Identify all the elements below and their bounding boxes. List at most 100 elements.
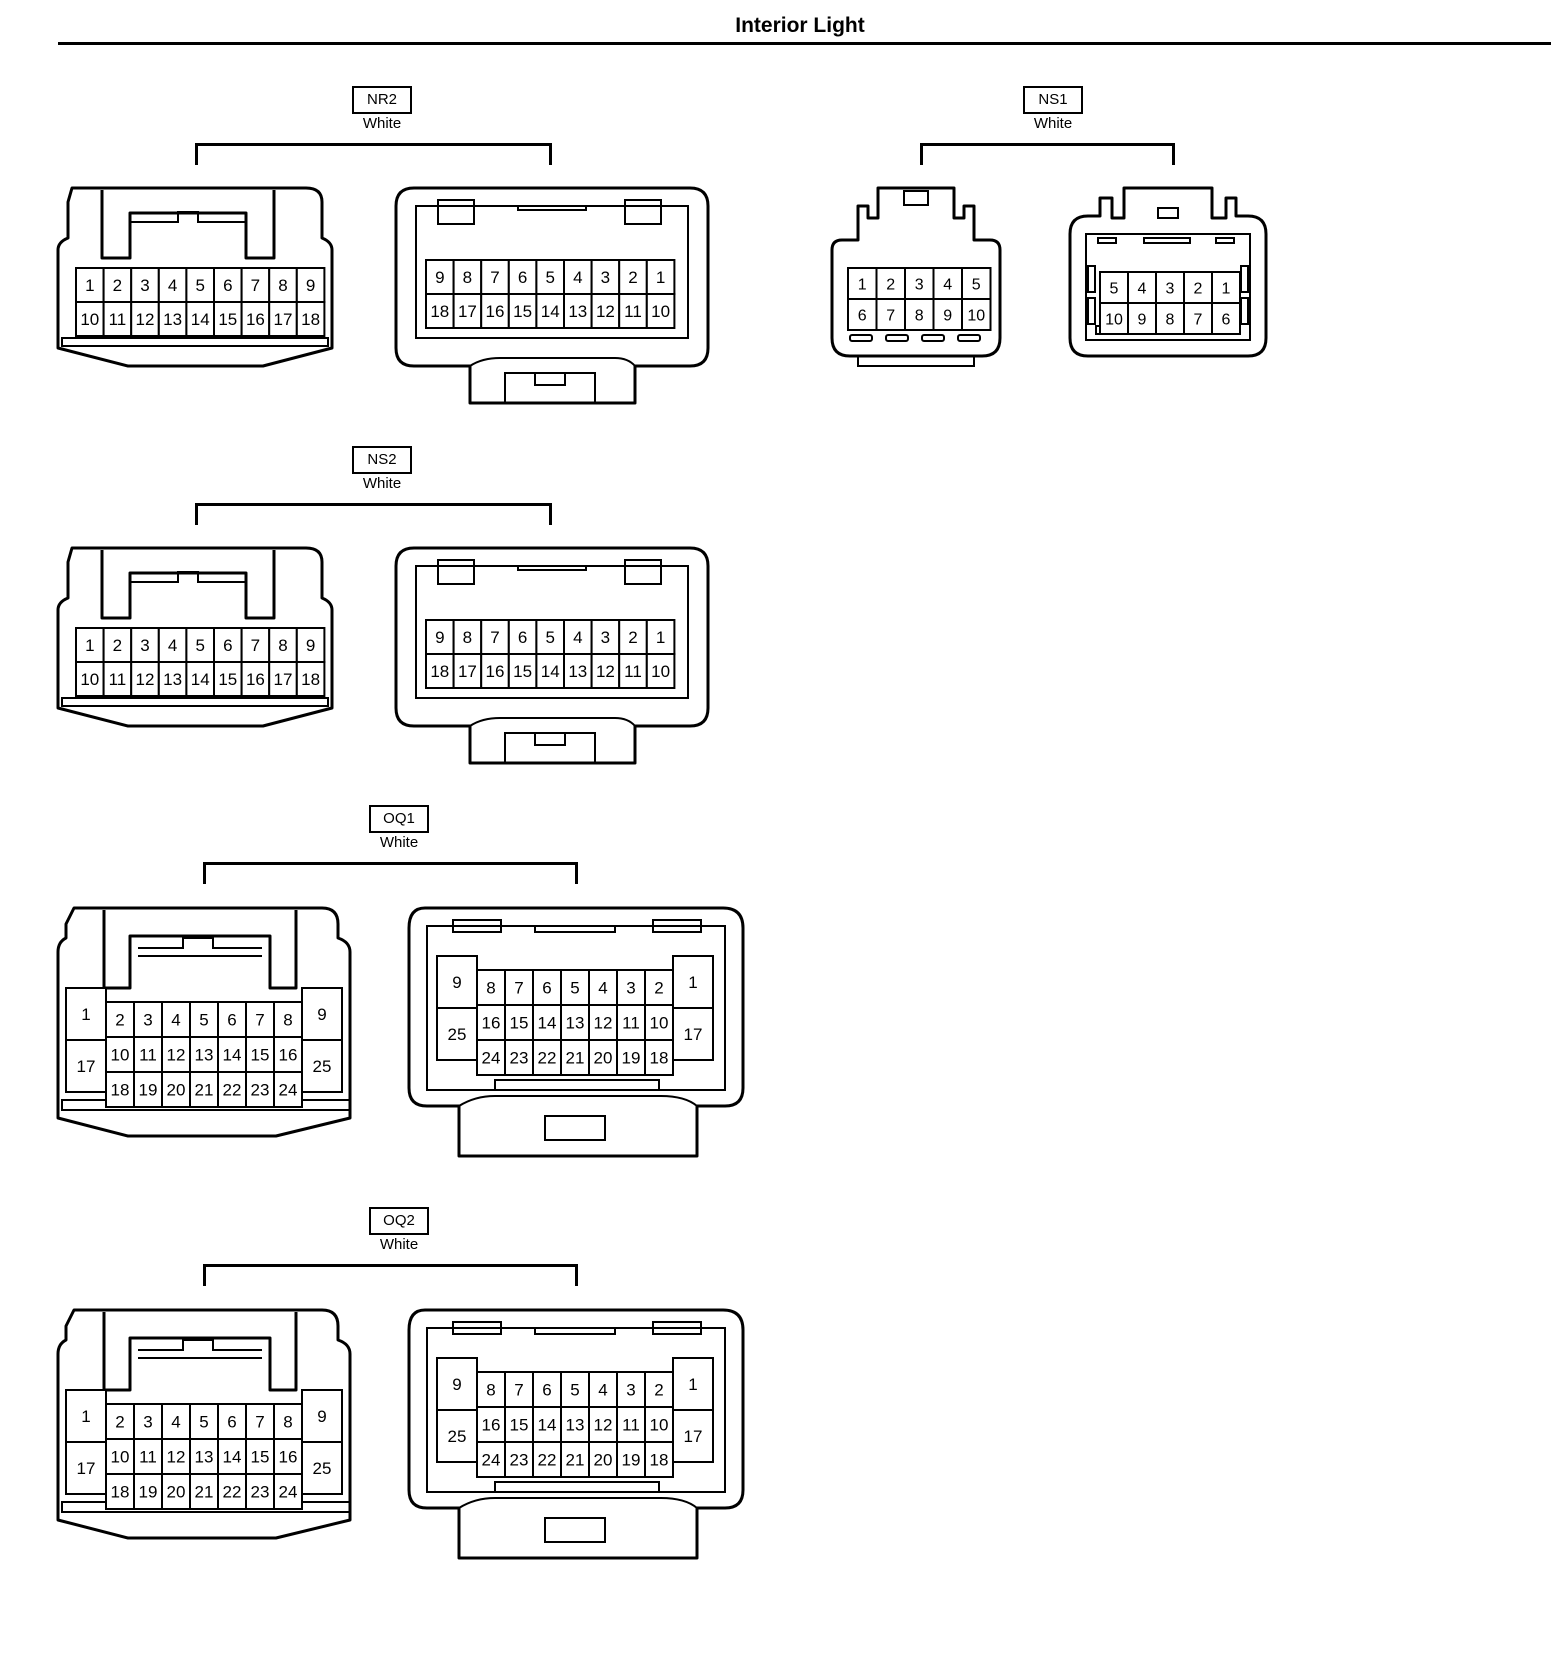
- pin-number: 6: [518, 628, 527, 647]
- pin-number: 9: [306, 276, 315, 295]
- pin-cell: [105, 1036, 135, 1073]
- pin-number: 12: [594, 1416, 613, 1435]
- pin-cell: [645, 293, 676, 329]
- pin-cell: [245, 1001, 275, 1038]
- pin-cell: [672, 1007, 714, 1061]
- side-key: [1240, 265, 1249, 293]
- pin-cell: [1211, 271, 1241, 304]
- pin-number: 4: [598, 979, 607, 998]
- pin-cell: [301, 1389, 343, 1443]
- pin-number: 15: [218, 670, 237, 689]
- pin-number: 14: [223, 1448, 242, 1467]
- connector-color: White: [362, 475, 402, 492]
- pin-number: 22: [538, 1049, 557, 1068]
- pin-number: 1: [1222, 280, 1231, 297]
- lock-tab: [534, 372, 566, 386]
- pin-cell: [1183, 271, 1213, 304]
- pin-number: 21: [195, 1081, 214, 1100]
- pin-cell: [476, 1039, 506, 1076]
- pin-number: 6: [1222, 311, 1231, 328]
- pin-cell: [133, 1473, 163, 1510]
- pin-number: 8: [283, 1011, 292, 1030]
- pin-number: 7: [886, 307, 895, 324]
- connector-code: NS2: [352, 446, 412, 474]
- lock-base: [458, 1497, 698, 1509]
- pin-number: 3: [915, 276, 924, 293]
- connector-code: OQ2: [369, 1207, 429, 1235]
- pin-number: 20: [167, 1483, 186, 1502]
- pin-number: 17: [458, 662, 477, 681]
- pin-number: 10: [650, 1014, 669, 1033]
- pin-cell: [102, 301, 133, 337]
- pin-number: 12: [596, 662, 615, 681]
- pin-number: 5: [545, 628, 554, 647]
- pin-cell: [532, 1371, 562, 1408]
- pin-cell: [189, 1438, 219, 1475]
- pin-number: 14: [541, 662, 560, 681]
- pin-number: 2: [113, 636, 122, 655]
- pin-number: 9: [317, 1407, 326, 1426]
- pin-cell: [273, 1473, 303, 1510]
- pin-number: 4: [171, 1413, 180, 1432]
- pin-number: 16: [246, 670, 265, 689]
- latch: [903, 190, 929, 206]
- pin-number: 10: [651, 662, 670, 681]
- pin-number: 10: [80, 310, 99, 329]
- pin-number: 6: [518, 268, 527, 287]
- pin-number: 12: [136, 670, 155, 689]
- connector-bracket: [195, 503, 552, 525]
- pin-number: 22: [223, 1081, 242, 1100]
- connector-code: NR2: [352, 86, 412, 114]
- pin-number: 4: [168, 636, 177, 655]
- pin-number: 18: [650, 1049, 669, 1068]
- pin-number: 11: [622, 1416, 640, 1435]
- pin-number: 1: [85, 276, 94, 295]
- pin-number: 9: [1138, 311, 1147, 328]
- latch: [130, 571, 246, 583]
- connector-code: OQ1: [369, 805, 429, 833]
- pin-number: 7: [1194, 311, 1203, 328]
- pin-number: 14: [541, 302, 560, 321]
- pin-cell: [588, 1039, 618, 1076]
- inner-wall: [426, 925, 726, 1091]
- pin-number: 8: [283, 1413, 292, 1432]
- key-notch: [534, 926, 616, 933]
- pin-cell: [1099, 302, 1129, 335]
- pin-number: 21: [566, 1451, 585, 1470]
- pin-cell: [672, 1409, 714, 1463]
- connector-bracket: [920, 143, 1175, 165]
- title-rule: [58, 42, 1551, 45]
- pin-cell: [268, 627, 298, 663]
- pin-number: 19: [139, 1081, 158, 1100]
- pin-number: 11: [109, 670, 127, 689]
- pin-number: 18: [111, 1081, 130, 1100]
- lock-frame: [102, 1312, 298, 1392]
- pin-number: 11: [622, 1014, 640, 1033]
- key-slot: [652, 919, 702, 933]
- pin-number: 17: [684, 1427, 703, 1446]
- key-slot: [452, 1321, 502, 1335]
- pin-number: 5: [972, 276, 981, 293]
- rib: [494, 1481, 660, 1493]
- pin-number: 15: [513, 302, 532, 321]
- pin-cell: [452, 619, 483, 655]
- pin-cell: [295, 661, 326, 697]
- pin-number: 3: [143, 1413, 152, 1432]
- pin-number: 14: [223, 1046, 242, 1065]
- pin-number: 10: [111, 1046, 130, 1065]
- pin-number: 17: [684, 1025, 703, 1044]
- pin-cell: [185, 267, 215, 303]
- pin-number: 13: [566, 1416, 585, 1435]
- pin-number: 7: [514, 1381, 523, 1400]
- housing: [56, 906, 352, 1138]
- pin-number: 15: [510, 1014, 529, 1033]
- pin-number: 18: [111, 1483, 130, 1502]
- housing: [56, 186, 334, 368]
- pin-number: 1: [81, 1407, 90, 1426]
- pin-number: 21: [195, 1483, 214, 1502]
- pin-number: 17: [458, 302, 477, 321]
- pin-number: 11: [624, 662, 642, 681]
- pin-cell: [273, 1001, 303, 1038]
